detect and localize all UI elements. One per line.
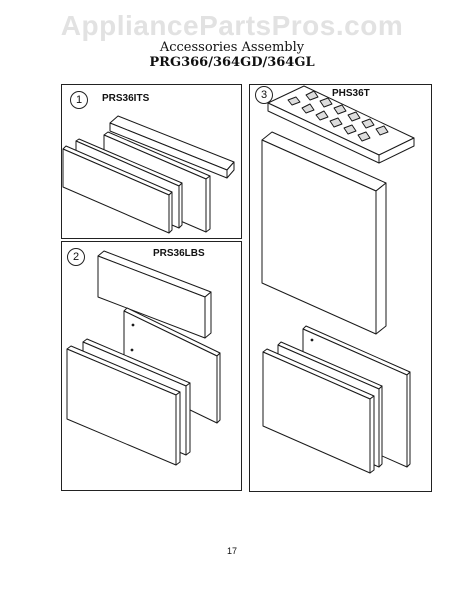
- title-line-2: PRG366/364GD/364GL: [149, 55, 315, 70]
- panel-phs36t: 3 PHS36T: [249, 84, 432, 492]
- callout-number-3: 3: [255, 86, 273, 104]
- page-number: 17: [226, 546, 237, 556]
- callout-number-1: 1: [70, 91, 88, 109]
- prs36its-top-trim: [109, 115, 235, 179]
- prs36lbs-top-box: [97, 250, 212, 339]
- watermark: AppliancePartsPros.com: [60, 10, 404, 41]
- part-code-prs36its: PRS36ITS: [102, 93, 150, 104]
- prs36lbs-front-panel: [66, 345, 181, 466]
- phs36t-front-panel: [262, 348, 375, 474]
- panel-prs36lbs: 2 PRS36LBS: [61, 241, 242, 491]
- prs36its-front-panel: [62, 145, 173, 234]
- callout-number-2: 2: [67, 248, 85, 266]
- phs36t-back-shield: [261, 131, 387, 335]
- part-code-phs36t: PHS36T: [332, 88, 370, 99]
- part-code-prs36lbs: PRS36LBS: [153, 248, 205, 259]
- phs36t-top-grate: [267, 85, 415, 164]
- title-line-1: Accessories Assembly: [159, 40, 305, 55]
- panel-prs36its: 1 PRS36ITS: [61, 84, 242, 239]
